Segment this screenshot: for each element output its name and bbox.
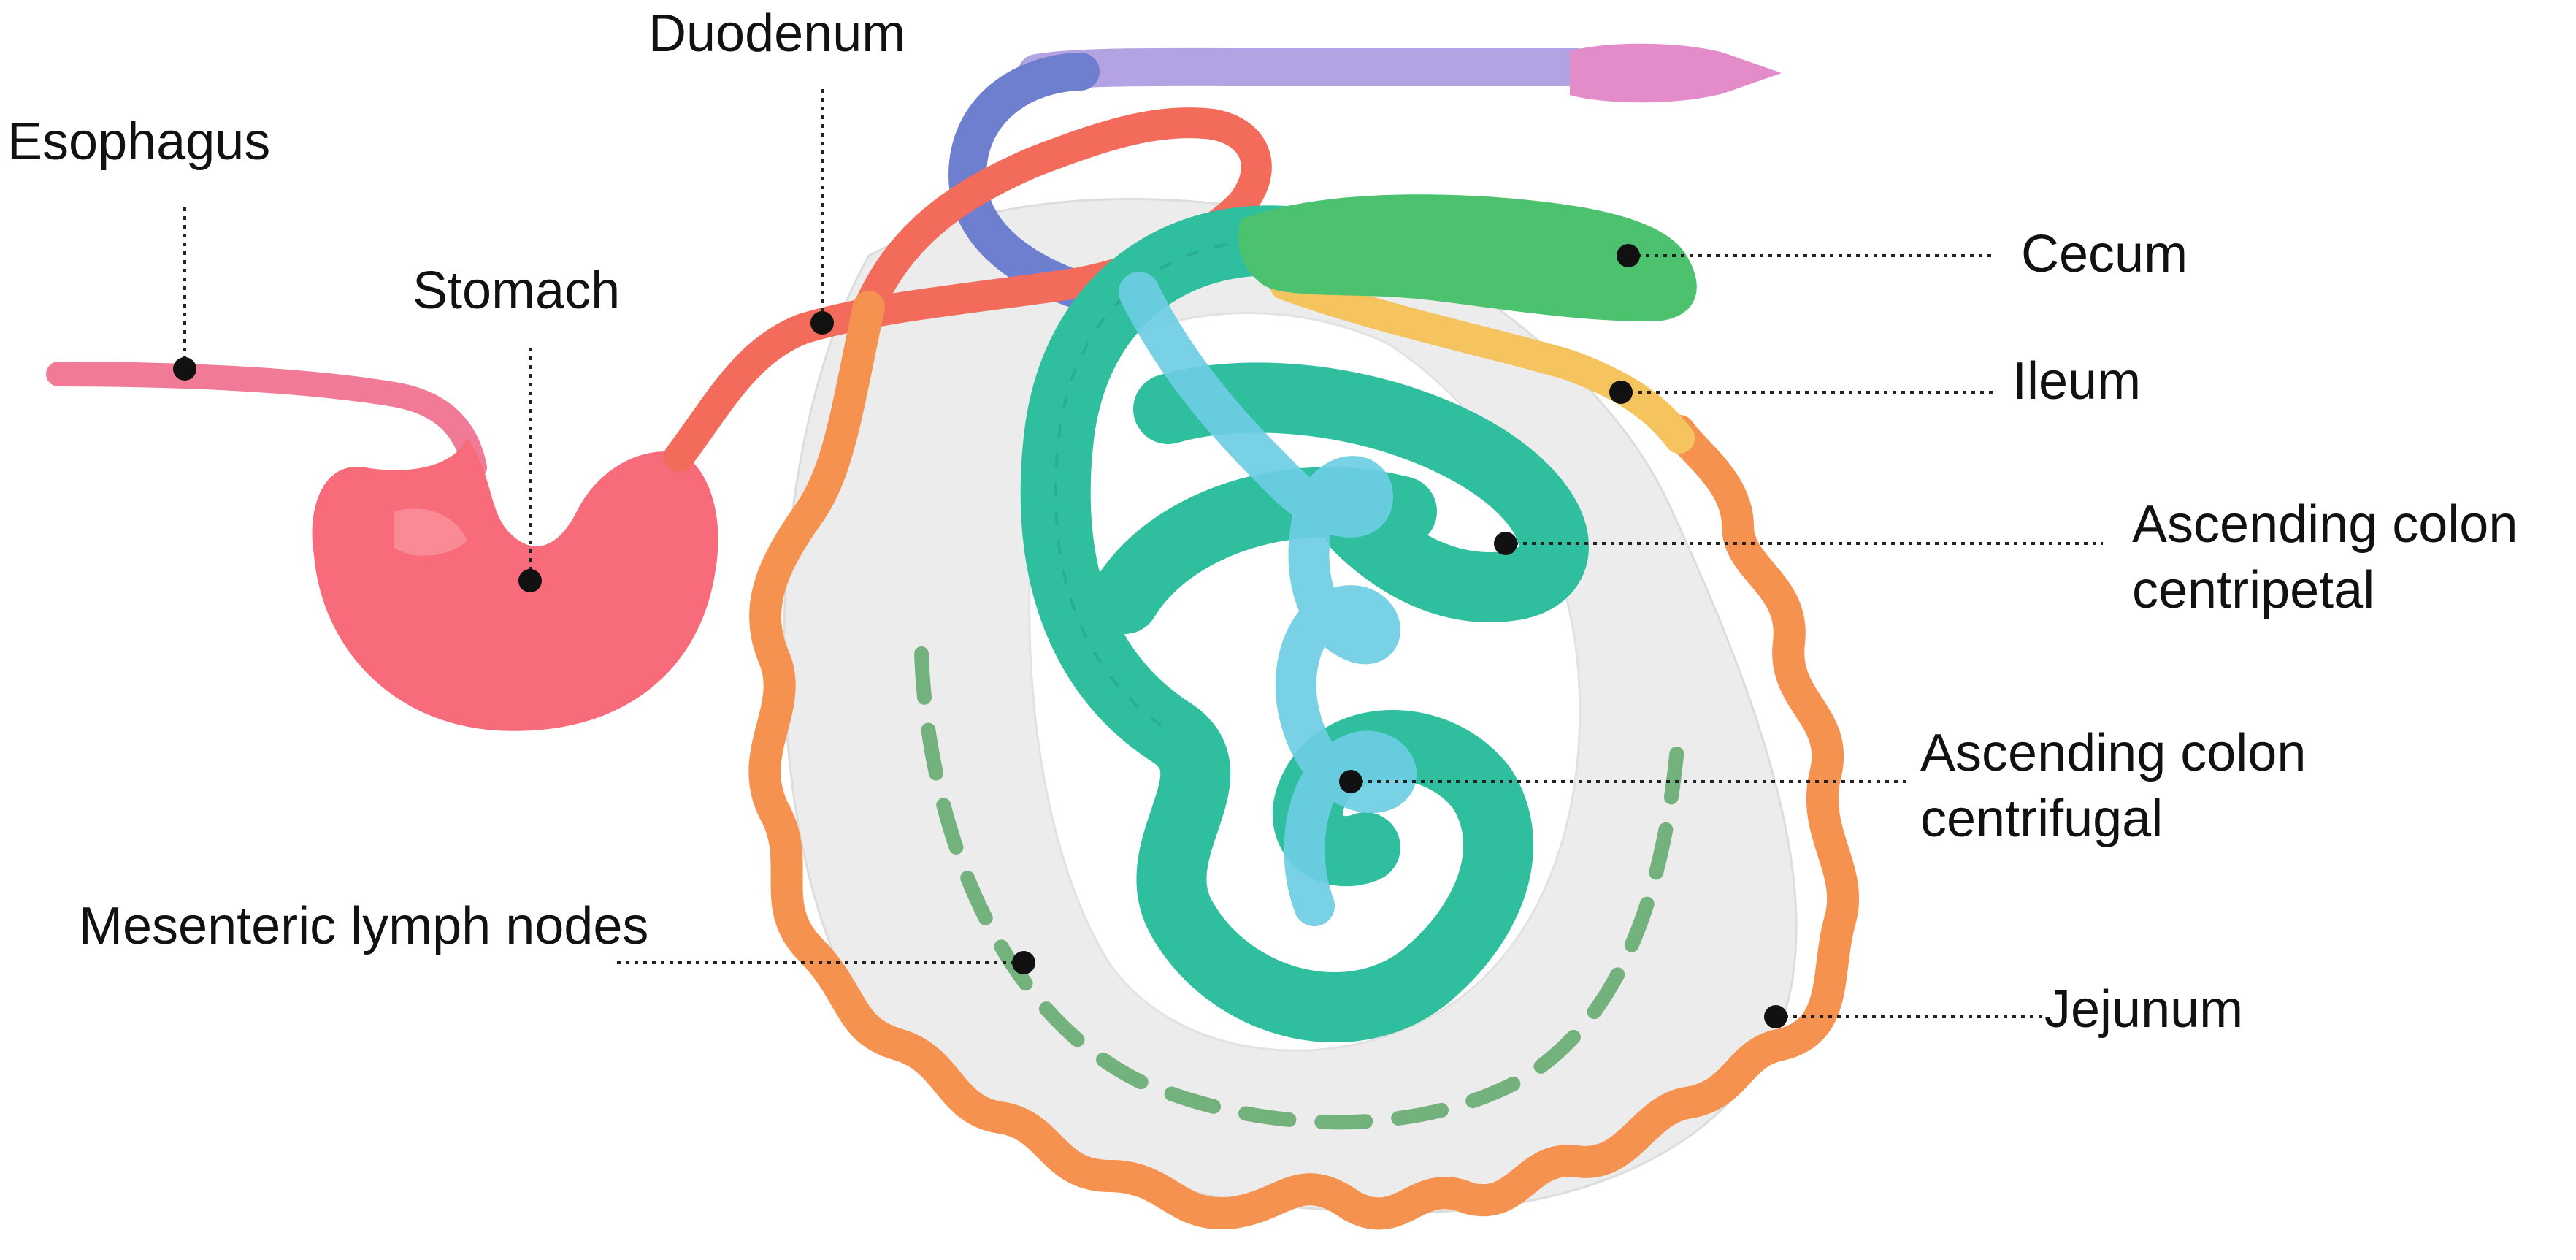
label-ascending-centrifugal-line1: Ascending colon — [1920, 724, 2306, 782]
jejunum-tube — [748, 291, 1860, 1230]
labels: Esophagus Stomach Duodenum Cecum Ileum A… — [7, 4, 2518, 1039]
label-duodenum: Duodenum — [648, 4, 905, 63]
stomach-organ — [312, 438, 718, 731]
label-jejunum: Jejunum — [2044, 980, 2243, 1039]
label-ascending-centrifugal-line2: centrifugal — [1920, 790, 2163, 848]
duodenum-marker — [810, 311, 834, 335]
stomach-marker — [518, 569, 542, 592]
label-cecum: Cecum — [2021, 225, 2188, 283]
label-ileum: Ileum — [2012, 352, 2141, 411]
jejunum-marker — [1764, 1005, 1787, 1028]
mesenteric-lymph-nodes — [914, 646, 1687, 1130]
cecum-organ — [1238, 194, 1697, 321]
label-mesenteric-lymph-nodes: Mesenteric lymph nodes — [79, 897, 648, 955]
ileum-tube — [1270, 270, 1695, 454]
label-ascending-centripetal-line1: Ascending colon — [2132, 495, 2518, 554]
esophagus-tube — [46, 362, 487, 480]
centripetal-marker — [1494, 532, 1517, 555]
ileum-marker — [1609, 381, 1633, 404]
cecum-marker — [1617, 244, 1640, 267]
lymph-nodes-marker — [1012, 951, 1035, 974]
ascending-colon-centrifugal — [1119, 272, 1417, 926]
esophagus-marker — [173, 357, 196, 381]
centrifugal-marker — [1339, 770, 1362, 793]
rectum — [1570, 43, 1782, 103]
label-esophagus: Esophagus — [7, 112, 270, 171]
label-ascending-centripetal-line2: centripetal — [2132, 561, 2374, 619]
label-stomach: Stomach — [413, 261, 620, 320]
leader-lines — [183, 89, 2103, 1018]
marker-dots — [173, 244, 1787, 1028]
descending-colon — [1018, 43, 1782, 103]
